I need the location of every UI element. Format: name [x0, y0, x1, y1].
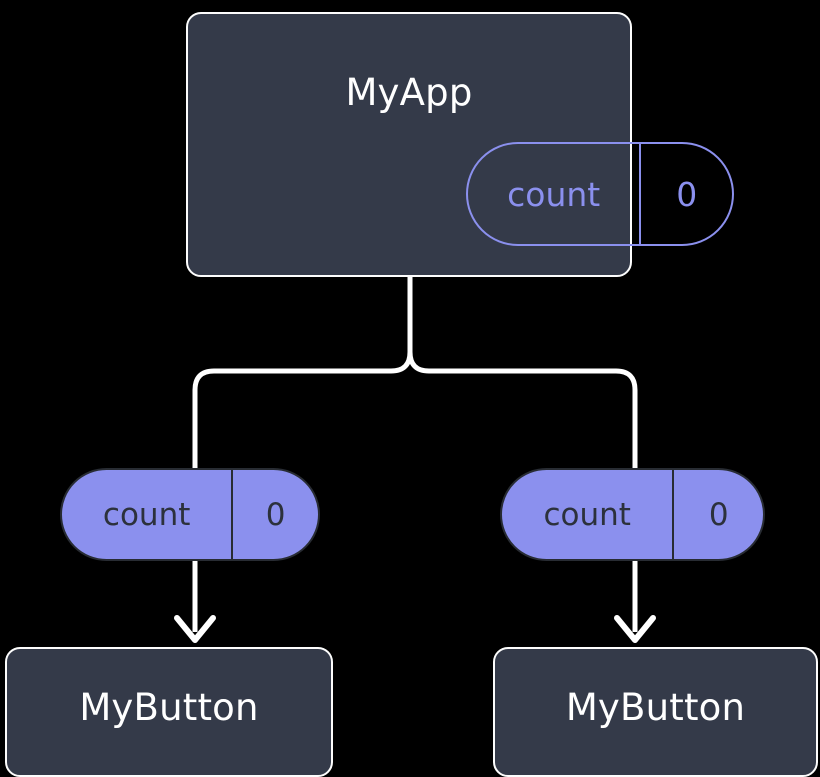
prop-pill-key: count [543, 496, 631, 533]
component-title-mybutton: MyButton [79, 686, 259, 729]
prop-pill-value: 0 [231, 470, 318, 559]
state-pill-myapp[interactable]: count 0 [466, 142, 734, 246]
component-node-myapp[interactable]: MyApp count 0 [186, 12, 734, 277]
component-node-mybutton-left[interactable]: MyButton [5, 647, 333, 777]
fork-connector [192, 274, 413, 473]
arrow-right-head [614, 615, 656, 643]
prop-pill-key: count [102, 496, 191, 533]
component-title-mybutton: MyButton [565, 686, 746, 729]
prop-pill-value: 0 [672, 470, 763, 559]
component-node-mybutton-right[interactable]: MyButton [493, 647, 818, 777]
state-pill-value: 0 [639, 144, 732, 244]
prop-pill-left[interactable]: count 0 [60, 468, 320, 561]
arrow-left-head [174, 615, 216, 643]
fork-connector-right [407, 274, 638, 473]
component-title-myapp: MyApp [345, 71, 473, 114]
prop-pill-right[interactable]: count 0 [500, 468, 765, 561]
state-pill-key: count [507, 174, 601, 214]
